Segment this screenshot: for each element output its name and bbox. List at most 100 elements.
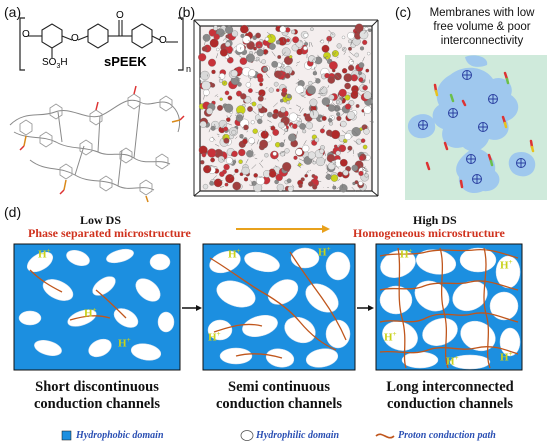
md-atom — [344, 103, 352, 110]
md-atom — [309, 109, 319, 119]
md-atom — [328, 94, 335, 101]
md-bond — [227, 123, 232, 126]
md-atom — [259, 82, 263, 87]
md-atom — [280, 106, 287, 113]
md-bond — [279, 65, 284, 69]
md-atom — [239, 172, 244, 177]
md-atom — [256, 176, 265, 186]
md-atom — [364, 173, 369, 178]
md-bond — [333, 184, 335, 186]
md-bond — [296, 61, 301, 64]
md-atom — [312, 184, 318, 190]
md-atom — [253, 173, 258, 178]
carbonyl-oxygen: O — [116, 10, 124, 21]
md-bond — [343, 140, 346, 145]
md-atom — [240, 24, 249, 34]
md-atom — [358, 77, 364, 83]
md-bond — [328, 29, 334, 36]
md-atom — [250, 120, 255, 125]
md-atom — [295, 148, 303, 156]
md-atom — [201, 46, 208, 52]
md-bond — [250, 142, 256, 146]
md-bond — [258, 44, 263, 48]
md-simulation-box — [193, 19, 379, 197]
md-atom — [355, 104, 360, 108]
speek-3d-model — [9, 85, 185, 203]
md-atom — [319, 148, 325, 154]
md-atom — [301, 144, 310, 153]
proton-label: H+ — [400, 247, 413, 261]
md-bond — [256, 139, 259, 145]
md-atom — [358, 62, 365, 68]
md-atom — [231, 129, 237, 135]
md-atom — [358, 155, 365, 161]
speek-name: sPEEK — [104, 54, 147, 69]
oxygen-middle: O — [71, 33, 79, 44]
md-atom — [363, 128, 370, 135]
md-atom — [200, 160, 205, 165]
md-atom — [314, 137, 320, 143]
md-atom — [321, 97, 331, 106]
md-atom — [224, 90, 230, 96]
md-atom — [209, 137, 215, 142]
md-bond — [300, 118, 303, 123]
md-atom — [245, 82, 252, 88]
md-bond — [248, 39, 252, 44]
md-atom — [238, 148, 246, 157]
md-bond — [320, 114, 325, 118]
md-atom — [336, 43, 342, 49]
md-bond — [214, 143, 220, 147]
md-atom — [279, 142, 285, 148]
md-bond — [251, 164, 257, 169]
md-atom — [273, 81, 279, 87]
md-bond — [230, 173, 236, 178]
md-atom — [362, 39, 368, 45]
md-atom — [209, 180, 214, 186]
legend-proton-path: Proton conduction path — [398, 430, 496, 441]
md-bond — [203, 95, 205, 100]
md-bond — [332, 161, 336, 165]
md-bond — [221, 158, 225, 162]
md-bond — [342, 47, 346, 51]
md-atom — [292, 36, 299, 44]
md-atom — [287, 185, 294, 192]
md-atom — [255, 32, 261, 39]
md-bond — [295, 80, 301, 84]
md-bond — [279, 150, 285, 155]
low-free-volume-membrane — [405, 55, 547, 200]
md-bond — [332, 51, 334, 54]
md-atom — [346, 111, 356, 120]
md-atom — [332, 185, 337, 190]
md-atom — [363, 91, 372, 100]
md-bond — [249, 77, 251, 81]
md-atom — [210, 125, 216, 131]
md-atom — [199, 120, 207, 128]
high-ds-membrane — [375, 243, 523, 371]
caption-semi: Semi continuous conduction channels — [215, 379, 343, 412]
md-atom — [248, 88, 253, 93]
md-bond — [332, 102, 338, 108]
md-bond — [222, 36, 228, 41]
md-bond — [266, 32, 271, 35]
md-atom — [224, 103, 234, 113]
md-bond — [241, 51, 245, 54]
md-atom — [226, 117, 231, 122]
md-atom — [235, 114, 244, 122]
md-bond — [270, 35, 272, 38]
md-bond — [331, 116, 334, 119]
proton-label: H+ — [84, 306, 97, 320]
md-atom — [336, 100, 340, 104]
md-atom — [231, 150, 238, 158]
md-atom — [247, 106, 253, 112]
md-bond — [349, 51, 355, 56]
md-bond — [351, 186, 357, 193]
md-bond — [249, 184, 254, 186]
md-atom — [321, 44, 330, 53]
md-atom — [347, 145, 353, 151]
md-atom — [234, 168, 239, 174]
md-bond — [259, 176, 263, 178]
md-bond — [361, 124, 366, 130]
md-bond — [363, 169, 369, 173]
md-atom — [240, 93, 247, 100]
md-atom — [213, 178, 223, 188]
